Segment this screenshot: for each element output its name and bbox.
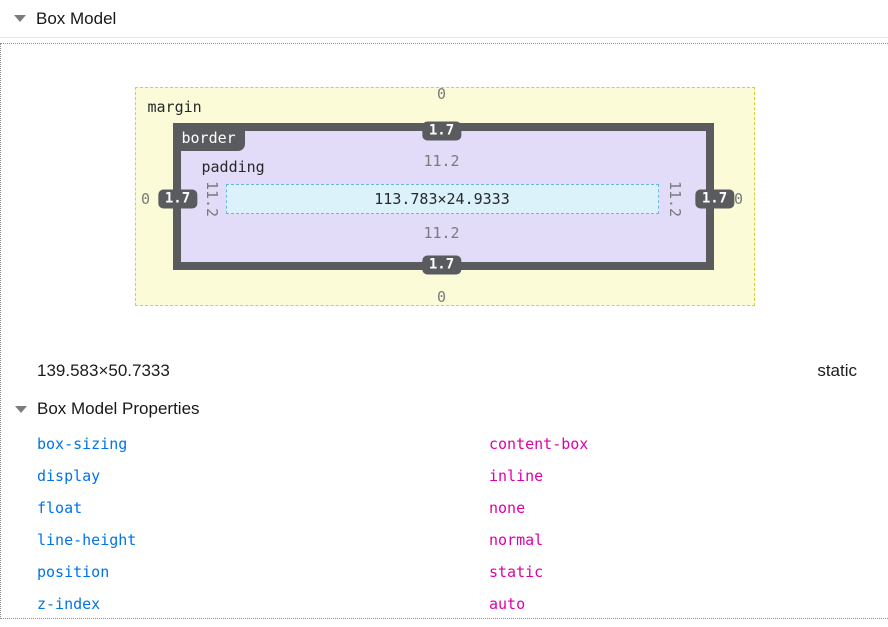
element-summary-row: 139.583×50.7333 static [1,361,888,381]
border-bottom-value[interactable]: 1.7 [421,255,462,275]
border-label: border [172,127,245,151]
property-row: display inline [1,460,888,492]
content-size-value[interactable]: 113.783×24.9333 [374,190,510,208]
border-top-value[interactable]: 1.7 [421,121,462,141]
box-model-section-header[interactable]: Box Model [0,0,888,38]
element-size: 139.583×50.7333 [37,361,170,380]
padding-left-value[interactable]: 11.2 [202,180,221,218]
margin-left-value[interactable]: 0 [140,190,151,208]
margin-bottom-value[interactable]: 0 [436,288,447,306]
box-model-properties-header[interactable]: Box Model Properties [1,398,888,420]
border-left-value[interactable]: 1.7 [157,189,198,209]
property-name: box-sizing [37,435,128,453]
property-row: box-sizing content-box [1,428,888,460]
property-value: inline [489,467,544,485]
property-name: float [37,499,83,517]
padding-bottom-value[interactable]: 11.2 [423,224,460,242]
property-row: position static [1,556,888,588]
box-model-properties-title: Box Model Properties [37,399,200,418]
padding-label: padding [201,158,265,176]
padding-right-value[interactable]: 11.2 [665,180,684,218]
property-name: line-height [37,531,137,549]
padding-top-value[interactable]: 11.2 [423,152,460,170]
property-value: auto [489,595,526,613]
margin-right-value[interactable]: 0 [733,190,744,208]
box-model-panel: margin border padding 113.783×24.9333 0 … [0,43,888,619]
property-value: normal [489,531,544,549]
chevron-down-icon [15,405,27,413]
margin-region[interactable]: margin border padding 113.783×24.9333 0 … [134,85,755,306]
border-right-value[interactable]: 1.7 [694,189,735,209]
property-value: static [489,563,544,581]
chevron-down-icon [14,15,26,22]
property-value: none [489,499,526,517]
margin-top-value[interactable]: 0 [436,85,447,103]
content-region[interactable]: 113.783×24.9333 [225,184,659,214]
property-name: position [37,563,110,581]
property-row: float none [1,492,888,524]
property-name: z-index [37,595,101,613]
properties-list: box-sizing content-box display inline fl… [1,428,888,620]
element-position: static [817,361,857,380]
box-model-section-title: Box Model [36,8,117,28]
property-value: content-box [489,435,589,453]
margin-label: margin [147,98,202,116]
property-name: display [37,467,101,485]
property-row: line-height normal [1,524,888,556]
property-row: z-index auto [1,588,888,620]
